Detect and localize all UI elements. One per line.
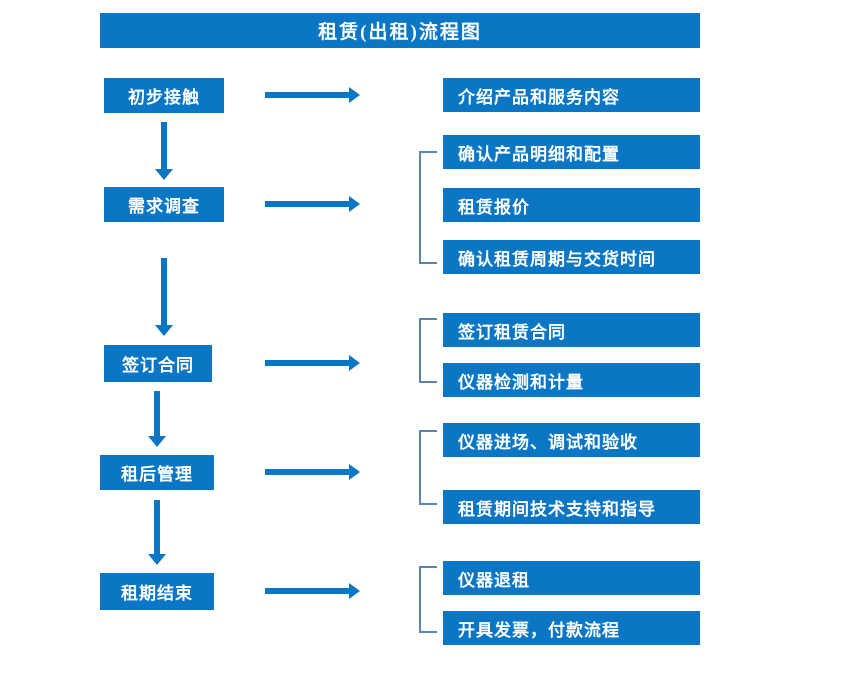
bracket-rental-end-group	[419, 566, 437, 633]
bracket-sign-contract-group	[419, 318, 437, 383]
vertical-arrow-management-to-end	[148, 500, 166, 565]
stage-box-rental-end[interactable]: 租期结束	[100, 573, 214, 610]
stage-box-initial-contact[interactable]: 初步接触	[104, 78, 224, 113]
bracket-post-rent-management-group	[419, 430, 437, 505]
stage-box-post-rent-management[interactable]: 租后管理	[100, 455, 214, 490]
horizontal-arrow-initial-contact	[265, 87, 360, 103]
detail-box-sign-rental-contract[interactable]: 签订租赁合同	[443, 313, 700, 347]
detail-box-confirm-product-spec[interactable]: 确认产品明细和配置	[443, 135, 700, 169]
bracket-needs-survey-group	[419, 151, 437, 264]
horizontal-arrow-post-rent-management	[265, 464, 360, 480]
stage-box-needs-survey[interactable]: 需求调查	[104, 187, 224, 222]
detail-box-confirm-rental-period[interactable]: 确认租赁周期与交货时间	[443, 240, 700, 274]
horizontal-arrow-needs-survey	[265, 196, 360, 212]
horizontal-arrow-sign-contract	[265, 355, 360, 371]
detail-box-rental-quotation[interactable]: 租赁报价	[443, 188, 700, 222]
detail-box-introduce-products[interactable]: 介绍产品和服务内容	[443, 78, 700, 112]
detail-box-instrument-installation[interactable]: 仪器进场、调试和验收	[443, 423, 700, 457]
detail-box-instrument-return[interactable]: 仪器退租	[443, 561, 700, 595]
stage-box-sign-contract[interactable]: 签订合同	[104, 345, 212, 382]
horizontal-arrow-rental-end	[265, 583, 360, 599]
vertical-arrow-contract-to-management	[148, 391, 166, 447]
flowchart-title: 租赁(出租)流程图	[100, 13, 700, 48]
detail-box-invoice-payment[interactable]: 开具发票，付款流程	[443, 611, 700, 645]
vertical-arrow-needs-to-contract	[155, 258, 173, 336]
vertical-arrow-initial-to-needs	[155, 122, 173, 180]
detail-box-instrument-inspection[interactable]: 仪器检测和计量	[443, 363, 700, 397]
detail-box-technical-support[interactable]: 租赁期间技术支持和指导	[443, 490, 700, 524]
